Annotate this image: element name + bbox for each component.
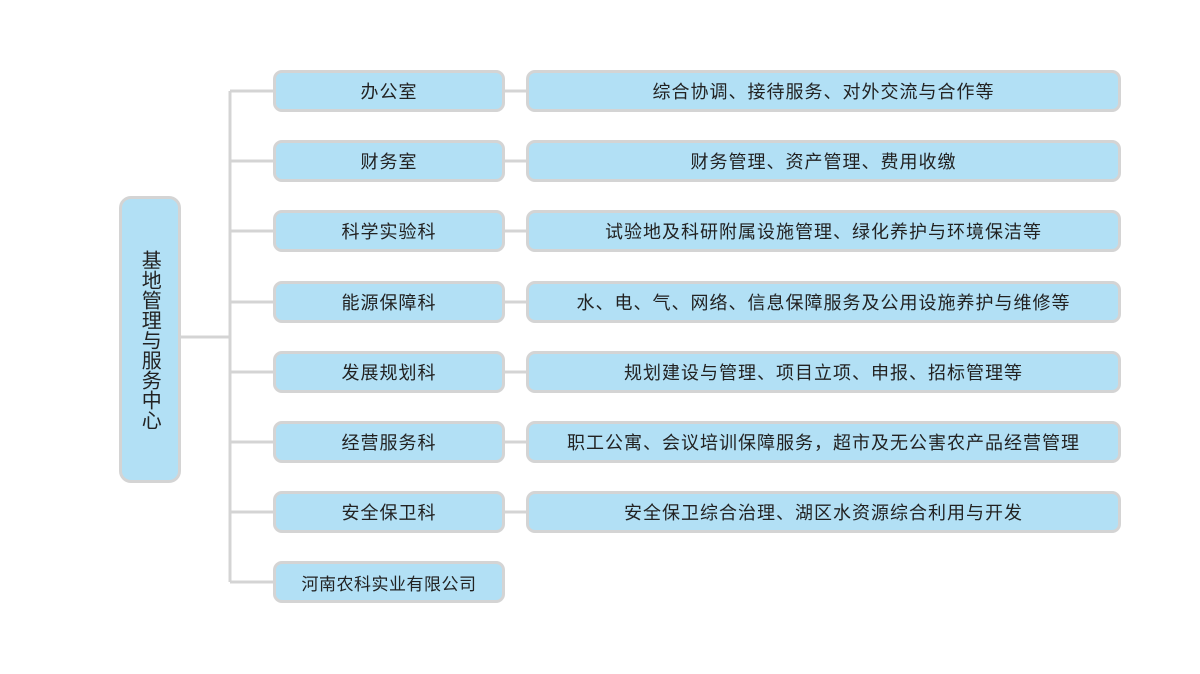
duty-node-science: 试验地及科研附属设施管理、绿化养护与环境保洁等: [526, 210, 1121, 252]
duty-label: 水、电、气、网络、信息保障服务及公用设施养护与维修等: [576, 293, 1071, 314]
dept-node-energy: 能源保障科: [273, 281, 505, 323]
dept-node-company: 河南农科实业有限公司: [273, 561, 505, 603]
dept-node-planning: 发展规划科: [273, 351, 505, 393]
duty-node-planning: 规划建设与管理、项目立项、申报、招标管理等: [526, 351, 1121, 393]
dept-label: 经营服务科: [341, 433, 437, 454]
dept-node-science: 科学实验科: [273, 210, 505, 252]
duty-label: 职工公寓、会议培训保障服务，超市及无公害农产品经营管理: [567, 433, 1080, 454]
dept-label: 科学实验科: [341, 222, 437, 243]
duty-label: 综合协调、接待服务、对外交流与合作等: [652, 82, 995, 103]
duty-label: 规划建设与管理、项目立项、申报、招标管理等: [624, 363, 1023, 384]
dept-label: 办公室: [360, 82, 418, 103]
duty-node-operations: 职工公寓、会议培训保障服务，超市及无公害农产品经营管理: [526, 421, 1121, 463]
root-node: 基地管理与服务中心: [119, 196, 181, 483]
dept-node-operations: 经营服务科: [273, 421, 505, 463]
dept-label: 发展规划科: [341, 363, 437, 384]
dept-label: 能源保障科: [341, 293, 437, 314]
dept-node-finance: 财务室: [273, 140, 505, 182]
duty-node-finance: 财务管理、资产管理、费用收缴: [526, 140, 1121, 182]
duty-label: 试验地及科研附属设施管理、绿化养护与环境保洁等: [605, 222, 1042, 243]
duty-node-office: 综合协调、接待服务、对外交流与合作等: [526, 70, 1121, 112]
dept-node-office: 办公室: [273, 70, 505, 112]
duty-label: 安全保卫综合治理、湖区水资源综合利用与开发: [624, 503, 1023, 524]
root-label: 基地管理与服务中心: [138, 249, 163, 430]
dept-label: 河南农科实业有限公司: [301, 574, 477, 595]
duty-node-energy: 水、电、气、网络、信息保障服务及公用设施养护与维修等: [526, 281, 1121, 323]
dept-label: 财务室: [360, 152, 418, 173]
duty-label: 财务管理、资产管理、费用收缴: [690, 152, 957, 173]
duty-node-security: 安全保卫综合治理、湖区水资源综合利用与开发: [526, 491, 1121, 533]
dept-label: 安全保卫科: [341, 503, 437, 524]
dept-node-security: 安全保卫科: [273, 491, 505, 533]
